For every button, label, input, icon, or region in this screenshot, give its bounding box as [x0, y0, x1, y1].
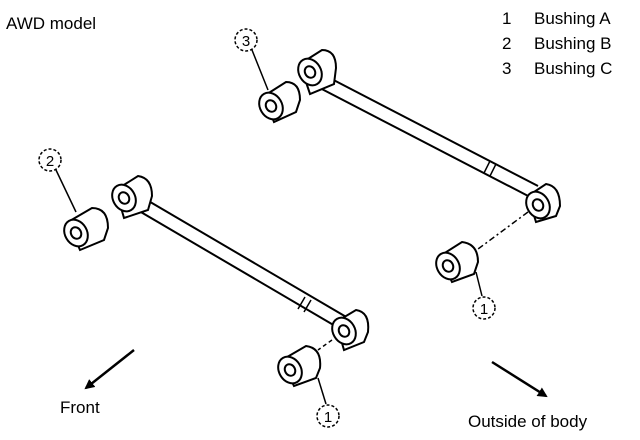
callout-bushing-a-bottom: 1	[316, 377, 340, 428]
diagram-title: AWD model	[6, 14, 97, 33]
legend-number: 2	[502, 34, 512, 53]
callout-number: 1	[480, 301, 488, 318]
lower-lateral-link	[111, 174, 370, 352]
upper-lateral-link	[297, 48, 562, 224]
callout-number: 1	[324, 409, 332, 426]
bushing-b	[63, 206, 110, 252]
bushing-c	[258, 80, 302, 124]
legend-item-bushing-b: 2 Bushing B	[502, 31, 612, 56]
legend-item-bushing-a: 1 Bushing A	[502, 6, 612, 31]
front-label: Front	[60, 398, 100, 417]
legend-item-bushing-c: 3 Bushing C	[502, 56, 612, 81]
callout-bushing-a-right: 1	[472, 271, 496, 320]
bushing-a-bottom	[277, 339, 333, 388]
legend-label: Bushing A	[534, 9, 611, 28]
callout-number: 3	[242, 33, 250, 50]
outside-of-body-label: Outside of body	[468, 412, 588, 431]
front-arrow	[84, 349, 135, 390]
callout-bushing-b: 2	[38, 148, 77, 213]
legend: 1 Bushing A 2 Bushing B 3 Bushing C	[502, 6, 612, 81]
legend-label: Bushing B	[534, 34, 612, 53]
bushing-a-right	[435, 211, 529, 284]
outside-arrow	[491, 360, 548, 398]
legend-label: Bushing C	[534, 59, 613, 78]
legend-number: 3	[502, 59, 512, 78]
callout-bushing-c: 3	[234, 28, 269, 91]
callout-number: 2	[46, 153, 54, 170]
legend-number: 1	[502, 9, 512, 28]
